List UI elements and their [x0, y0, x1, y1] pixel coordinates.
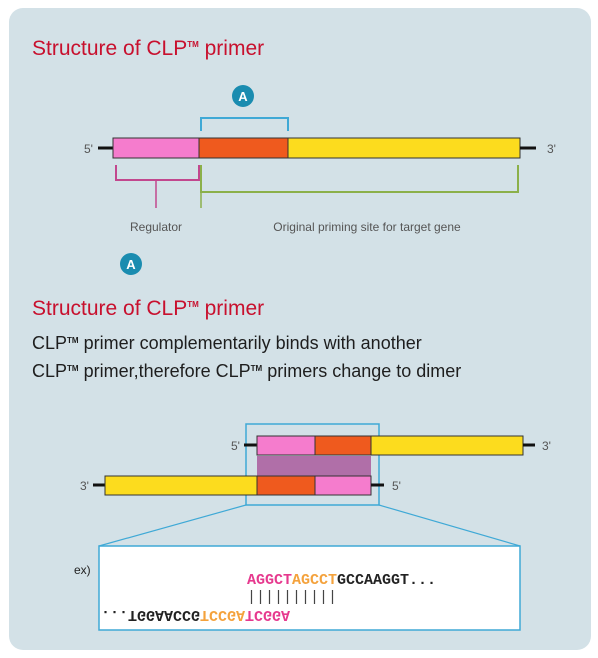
- overlap-highlight-box: [245, 423, 380, 506]
- regulator-bracket: [115, 165, 200, 181]
- zoom-line-left: [98, 504, 247, 547]
- seq-bottom: ...TGGAACCGTCCGATCGGA: [101, 606, 290, 623]
- section1-title: Structure of CLPTM primer: [32, 37, 264, 61]
- section1-title-text: Structure of CLP: [32, 37, 188, 60]
- dimer-bottom-5prime-label: 5': [392, 479, 401, 493]
- primer-3prime-label: 3': [547, 142, 556, 156]
- desc2-clp: CLP: [32, 361, 68, 381]
- badge-a-bottom: [120, 253, 142, 275]
- example-label: ex): [74, 563, 91, 577]
- seq-bottom-group: ...TGGAACCGTCCGATCGGA: [101, 606, 290, 623]
- dimer-bottom-anchor: [256, 475, 316, 496]
- priming-site-bracket: [200, 165, 519, 193]
- desc2-tm2: TM: [250, 364, 263, 373]
- dimer-bottom-priming: [104, 475, 258, 496]
- primer-5prime-label: 5': [84, 142, 93, 156]
- dimer-top-regulator: [256, 435, 316, 456]
- anchor-bracket: [200, 117, 289, 131]
- anchor-segment: [198, 137, 289, 159]
- seq-bottom-black: ...TGGAACCG: [101, 606, 200, 623]
- desc1-rest: primer complementarily binds with anothe…: [78, 333, 422, 353]
- priming-site-label: Original priming site for target gene: [273, 220, 461, 234]
- section2-title: Structure of CLPTM primer: [32, 297, 264, 321]
- desc2-rest: primers change to dimer: [262, 361, 462, 381]
- badge-a-top-text: A: [238, 89, 248, 104]
- example-sequence-box: [98, 545, 521, 631]
- desc1-tm: TM: [67, 336, 79, 345]
- section2-title-tm: TM: [187, 300, 199, 309]
- badge-a-top: [232, 85, 254, 107]
- dimer-top-anchor: [314, 435, 372, 456]
- seq-top: AGGCTAGCCTGCCAAGGT...: [247, 572, 436, 589]
- seq-bottom-pink: TCGGA: [245, 606, 290, 623]
- dimer-top-3prime-label: 3': [542, 439, 551, 453]
- seq-bottom-orange: TCCGA: [200, 606, 245, 623]
- desc1-clp: CLP: [32, 333, 68, 353]
- description-line-2: CLPTM primer,therefore CLPTM primers cha…: [32, 361, 461, 382]
- section1-title-tm: TM: [187, 40, 199, 49]
- seq-top-orange: AGCCT: [292, 572, 337, 589]
- dimer-bottom-regulator: [314, 475, 372, 496]
- seq-top-pink: AGGCT: [247, 572, 292, 589]
- regulator-segment: [112, 137, 200, 159]
- background-panel: [9, 8, 591, 650]
- badge-a-bottom-text: A: [126, 257, 136, 272]
- section1-title-suffix: primer: [198, 37, 265, 60]
- overlap-fill: [257, 456, 371, 476]
- pairing-bars: ||||||||||: [247, 589, 337, 606]
- desc2-tm: TM: [67, 364, 79, 373]
- seq-top-black: GCCAAGGT...: [337, 572, 436, 589]
- regulator-label: Regulator: [130, 220, 182, 234]
- zoom-line-right: [378, 504, 521, 547]
- section2-title-suffix: primer: [198, 297, 265, 320]
- section2-title-text: Structure of CLP: [32, 297, 188, 320]
- description-line-1: CLPTM primer complementarily binds with …: [32, 333, 422, 354]
- dimer-bottom-3prime-label: 3': [80, 479, 89, 493]
- dimer-top-priming: [370, 435, 524, 456]
- desc2-mid: primer,therefore CLP: [78, 361, 251, 381]
- dimer-top-5prime-label: 5': [231, 439, 240, 453]
- priming-segment: [287, 137, 521, 159]
